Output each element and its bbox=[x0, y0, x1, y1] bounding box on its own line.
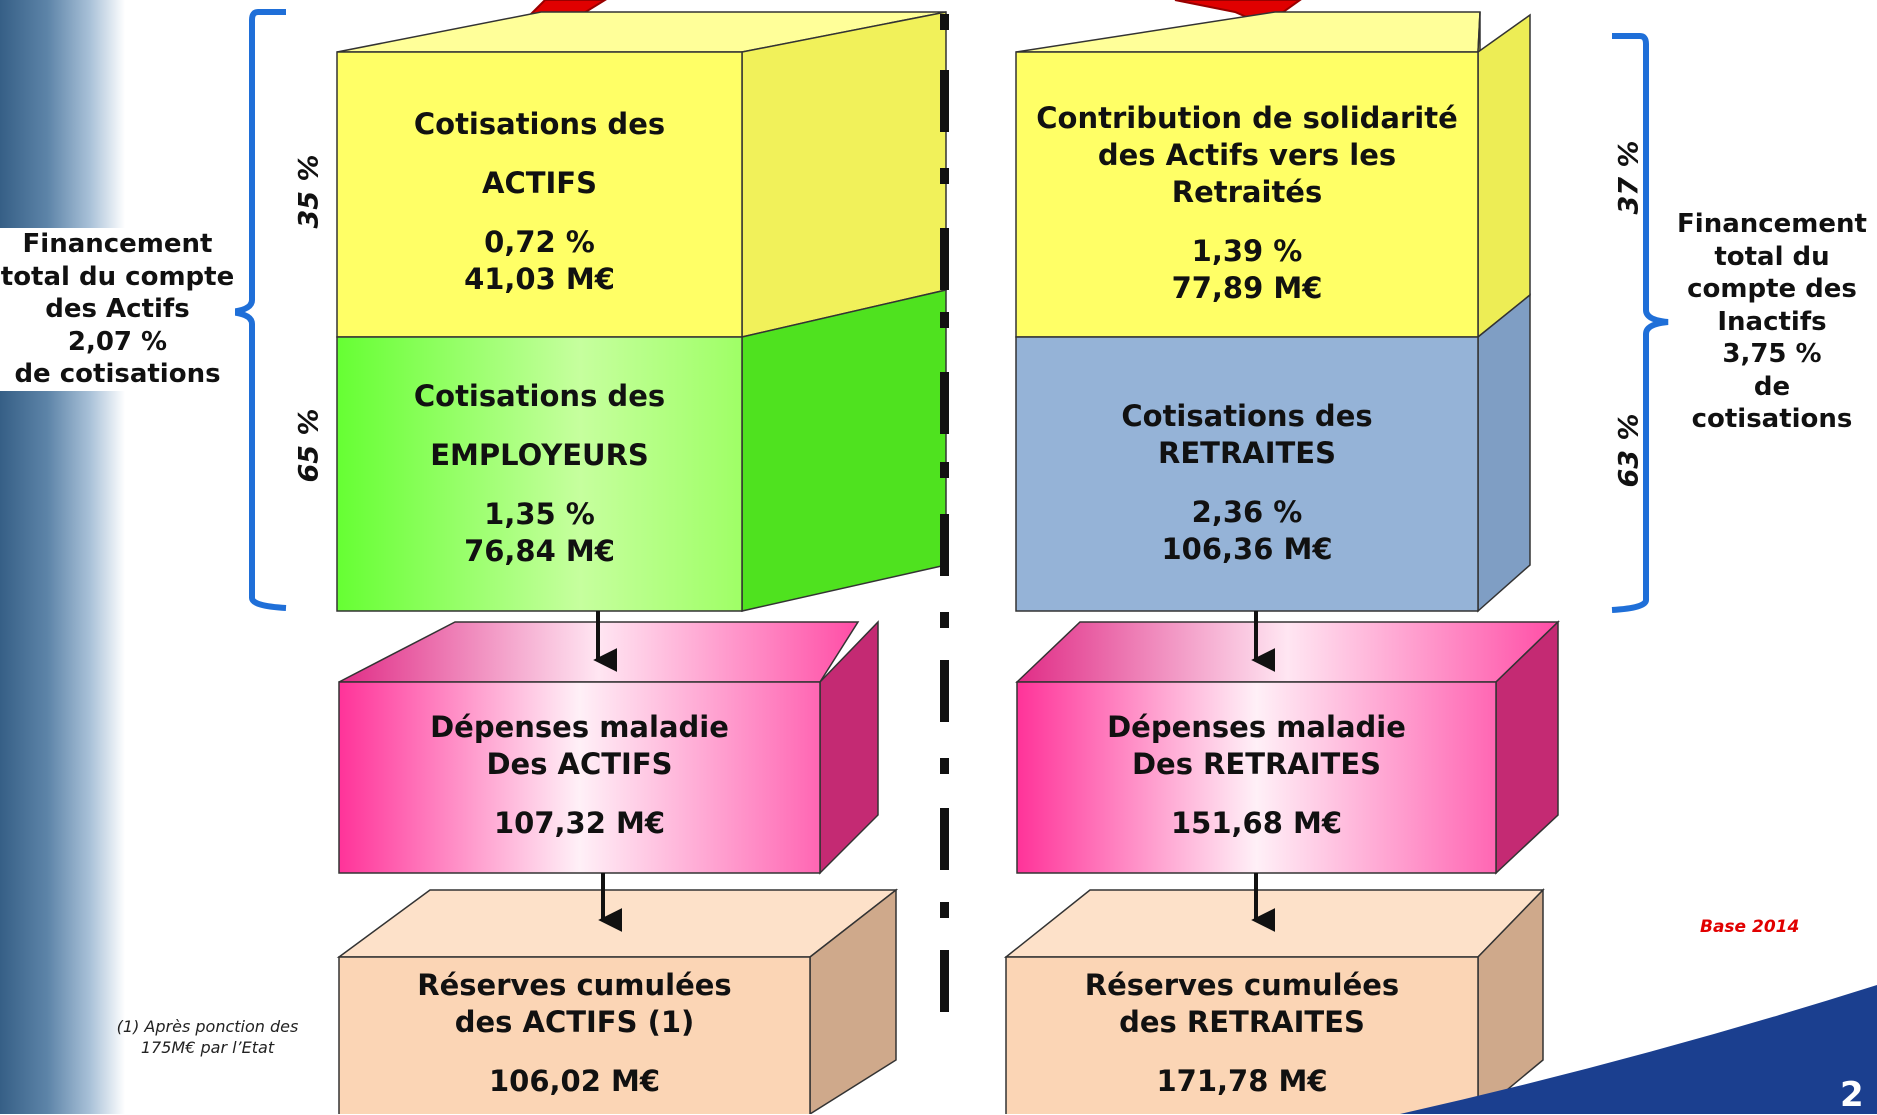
left-box4-line-3: 106,02 M€ bbox=[488, 1064, 661, 1098]
left-box-employeurs bbox=[336, 289, 947, 612]
left-box4-line-1: Réserves cumulées bbox=[417, 968, 732, 1002]
right-account-line-4: Inactifs bbox=[1717, 306, 1827, 337]
left-box-reserves bbox=[336, 888, 899, 1114]
right-box2-line-4: 106,36 M€ bbox=[1161, 532, 1333, 566]
right-account-line-6: de cotisations bbox=[1691, 371, 1853, 435]
left-box1-text: Cotisations des ACTIFS 0,72 % 41,03 M€ bbox=[337, 110, 742, 294]
right-box2-text: Cotisations des RETRAITES 2,36 % 106,36 … bbox=[1016, 402, 1478, 564]
right-box2-line-3: 2,36 % bbox=[1191, 495, 1303, 529]
right-box4-line-2: des RETRAITES bbox=[1119, 1005, 1365, 1039]
left-account-line-5: de cotisations bbox=[14, 359, 221, 389]
footnote-line-2: 175M€ par l’Etat bbox=[140, 1037, 275, 1057]
right-pct-top: 37 % bbox=[1613, 140, 1645, 215]
right-account-line-3: compte des bbox=[1687, 274, 1857, 304]
right-box2-line-1: Cotisations des bbox=[1121, 399, 1373, 433]
right-box4-line-3: 171,78 M€ bbox=[1156, 1064, 1328, 1098]
page-number: 2 bbox=[1840, 1075, 1864, 1115]
right-account-label: Financement total du compte des Inactifs… bbox=[1672, 208, 1872, 436]
right-box2-line-2: RETRAITES bbox=[1158, 436, 1336, 470]
left-bracket bbox=[229, 9, 287, 611]
corner-swoosh bbox=[1400, 985, 1877, 1114]
right-box-solidarite bbox=[1015, 11, 1531, 339]
left-box4-text: Réserves cumulées des ACTIFS (1) 106,02 … bbox=[339, 971, 810, 1096]
right-box1-line-5: 77,89 M€ bbox=[1171, 271, 1323, 305]
left-box3-line-1: Dépenses maladie bbox=[430, 710, 729, 744]
left-box1-line-2: ACTIFS bbox=[482, 166, 597, 200]
footnote-line-1: (1) Après ponction des bbox=[116, 1017, 299, 1036]
left-box4-line-2: des ACTIFS (1) bbox=[454, 1005, 695, 1039]
left-account-line-4: 2,07 % bbox=[67, 326, 168, 357]
left-box2-line-2: EMPLOYEURS bbox=[430, 438, 649, 472]
left-box2-line-3: 1,35 % bbox=[484, 497, 595, 531]
right-pct-bottom: 63 % bbox=[1613, 413, 1645, 488]
right-box1-line-3: Retraités bbox=[1171, 175, 1323, 209]
right-box1-line-2: des Actifs vers les bbox=[1097, 138, 1397, 172]
right-box1-line-4: 1,39 % bbox=[1191, 234, 1303, 268]
left-box2-text: Cotisations des EMPLOYEURS 1,35 % 76,84 … bbox=[337, 382, 742, 566]
right-account-line-5: 3,75 % bbox=[1722, 339, 1822, 369]
left-box3-text: Dépenses maladie Des ACTIFS 107,32 M€ bbox=[339, 713, 820, 838]
left-box1-line-1: Cotisations des bbox=[413, 107, 666, 141]
left-account-line-3: des Actifs bbox=[45, 294, 190, 324]
right-box-depenses bbox=[1015, 620, 1560, 875]
right-box1-text: Contribution de solidarité des Actifs ve… bbox=[1016, 104, 1478, 303]
right-box4-text: Réserves cumulées des RETRAITES 171,78 M… bbox=[1006, 971, 1478, 1096]
left-account-line-2: total du compte bbox=[0, 261, 235, 292]
left-pct-top: 35 % bbox=[293, 154, 325, 229]
right-box3-line-2: Des RETRAITES bbox=[1131, 747, 1382, 781]
right-account-line-2: total du bbox=[1714, 241, 1830, 272]
right-account-line-1: Financement bbox=[1677, 209, 1867, 239]
left-box2-line-4: 76,84 M€ bbox=[464, 534, 615, 568]
left-pct-bottom: 65 % bbox=[293, 408, 325, 483]
right-box-reserves bbox=[1003, 888, 1545, 1114]
left-box3-line-2: Des ACTIFS bbox=[486, 747, 673, 781]
divider-line bbox=[940, 14, 949, 1012]
right-box3-line-1: Dépenses maladie bbox=[1107, 710, 1406, 744]
right-box1-line-1: Contribution de solidarité bbox=[1036, 101, 1458, 135]
right-box3-text: Dépenses maladie Des RETRAITES 151,68 M€ bbox=[1017, 713, 1496, 838]
left-account-line-1: Financement bbox=[22, 229, 213, 259]
right-box-retraites bbox=[1015, 293, 1531, 613]
left-gradient-band bbox=[0, 0, 125, 1114]
footnote: (1) Après ponction des 175M€ par l’Etat bbox=[100, 1017, 315, 1059]
left-box3-line-3: 107,32 M€ bbox=[493, 806, 666, 840]
left-box1-line-3: 0,72 % bbox=[484, 225, 595, 259]
left-box1-line-4: 41,03 M€ bbox=[464, 262, 615, 296]
left-account-label: Financement total du compte des Actifs 2… bbox=[0, 228, 235, 391]
right-box3-line-3: 151,68 M€ bbox=[1170, 806, 1343, 840]
right-bracket bbox=[1611, 33, 1669, 613]
left-box-actifs bbox=[336, 11, 947, 338]
right-box4-line-1: Réserves cumulées bbox=[1084, 968, 1400, 1002]
base-label: Base 2014 bbox=[1700, 917, 1800, 937]
left-box2-line-1: Cotisations des bbox=[413, 379, 666, 413]
